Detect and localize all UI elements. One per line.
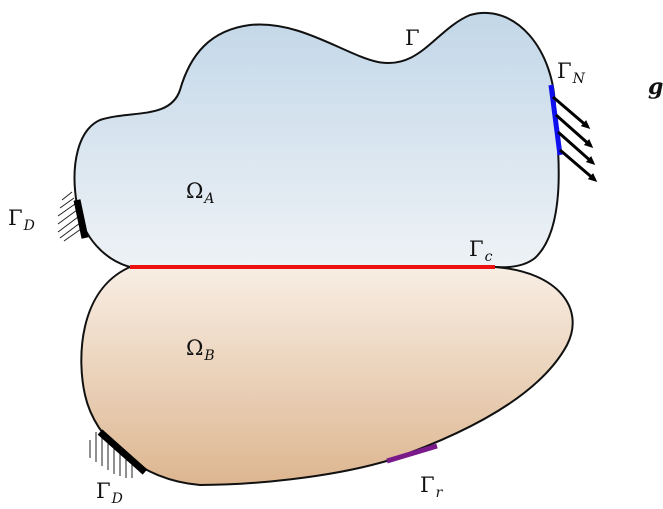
domain-b-region [80,266,574,487]
dirichlet-b-label: ΓD [96,479,123,507]
contact-label: Γc [469,237,493,265]
traction-arrows-icon [552,95,598,182]
boundary-label: Γ [405,26,420,50]
robin-label: Γr [420,473,444,501]
robin-boundary [386,443,438,464]
domain-a-label: ΩA [186,179,215,207]
dirichlet-a-clamp-hatch-icon [57,191,82,242]
neumann-label: ΓN [557,59,586,87]
dirichlet-a-label: ΓD [8,206,35,234]
dirichlet-a-boundary [73,199,89,239]
traction-label: g [648,74,663,100]
domain-b-label: ΩB [186,336,215,364]
domain-a-region [73,12,560,269]
dirichlet-b-boundary [97,429,148,475]
neumann-boundary [548,84,563,156]
